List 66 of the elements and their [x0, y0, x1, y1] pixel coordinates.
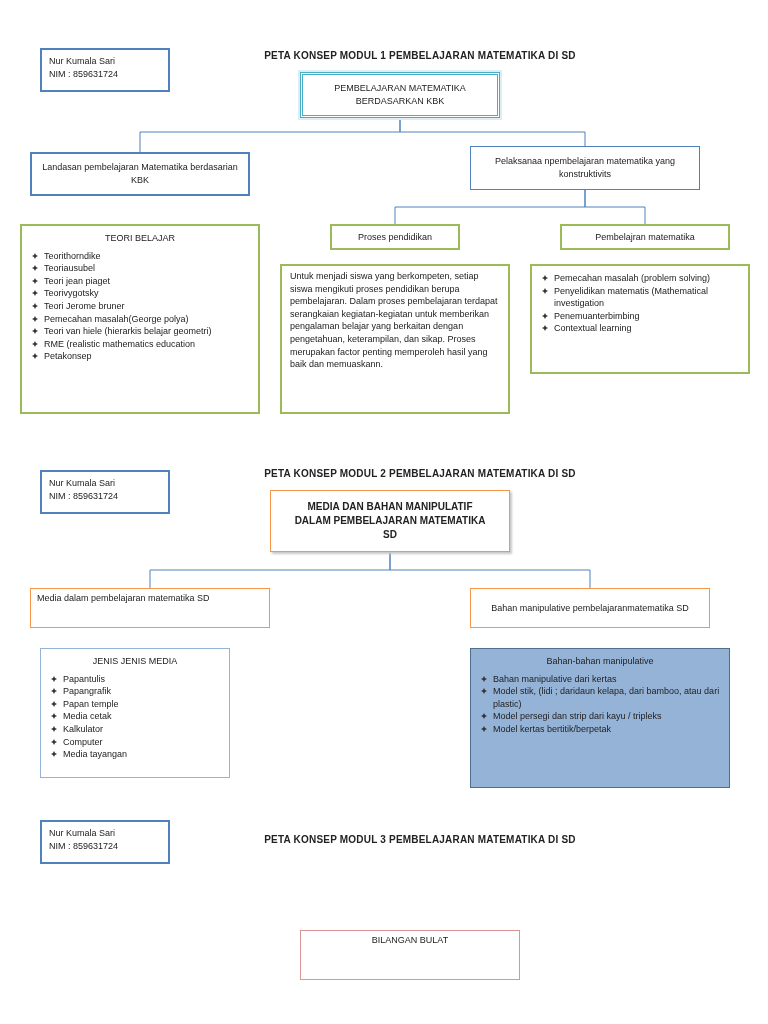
concept-box [270, 490, 510, 552]
name-text: NIM : 859631724 [49, 67, 120, 81]
page-title: PETA KONSEP MODUL 2 PEMBELAJARAN MATEMATIKA DI SD [264, 468, 576, 479]
list-item: Papan temple [63, 697, 119, 711]
list-item: Model stik, (lidi ; daridaun kelapa, dari bamboo, atau dari plastic) [493, 685, 721, 711]
list-item: Computer [63, 735, 103, 749]
list-item: Bahan manipulative dari kertas [493, 672, 617, 686]
name-text: NIM : 859631724 [49, 489, 120, 503]
list-item: Papangrafik [63, 685, 112, 698]
list-item: RME (realistic mathematics education [44, 337, 196, 351]
list-item: Teori Jerome bruner [44, 299, 125, 313]
box-text: MEDIA DAN BAHAN MANIPULATIF DALAM PEMBELAJARAN MATEMATIKA SD [293, 500, 487, 542]
box-text: Proses pendidikan [356, 230, 434, 244]
concept-box [470, 146, 700, 190]
list-item: Pemecahan masalah(George polya) [44, 312, 189, 326]
concept-box [300, 72, 500, 118]
list-item: Teorivygotsky [44, 287, 99, 300]
concept-box [330, 224, 460, 250]
list-item: Media tayangan [63, 748, 128, 761]
list-item: Contextual learning [554, 322, 632, 335]
box-text: Pembelajran matematika [594, 230, 696, 244]
list-item: Teorithorndike [44, 249, 101, 263]
name-text: NIM : 859631724 [49, 839, 120, 853]
list-box [470, 648, 730, 788]
concept-box [30, 152, 250, 196]
list-item: Penyelidikan matematis (Mathematical investigation [554, 284, 710, 310]
list-item: Papantulis [63, 672, 106, 686]
connector-line [399, 117, 586, 147]
list-item: Kalkulator [63, 722, 104, 736]
box-text: Bahan manipulative pembelajaranmatematika SD [490, 601, 690, 615]
list-heading: TEORI BELAJAR [104, 232, 176, 245]
page-title: PETA KONSEP MODUL 3 PEMBELAJARAN MATEMATIKA DI SD [264, 834, 576, 845]
box-text: Landasan pembelajaran Matematika berdasarian KBK [41, 161, 239, 187]
list-box [20, 224, 260, 414]
concept-box [280, 264, 510, 414]
connector-line [389, 551, 591, 589]
list-heading: JENIS JENIS MEDIA [91, 655, 179, 668]
list-box [40, 648, 230, 778]
name-text: Nur Kumala Sari [49, 477, 117, 490]
box-text: BILANGAN BULAT [371, 935, 449, 945]
list-box [530, 264, 750, 374]
box-text: PEMBELAJARAN MATEMATIKA BERDASARKAN KBK [333, 82, 467, 108]
concept-box [470, 588, 710, 628]
list-item: Teori jean piaget [44, 274, 111, 288]
list-item: Petakonsep [44, 350, 92, 363]
concept-box [560, 224, 730, 250]
paragraph-text: Untuk menjadi siswa yang berkompeten, setiap siswa mengikuti proses pendidikan berupa pembelajaran. Dalam proses pembelajaran terdapat serangkaian kegiatan-kegiatan untuk memberikan pengalaman belajar yang berkaitan dengan pengetahuan, keterampilan, dan sikap. Proses merupakan factor penting memperoleh hasil yang baik dan memuaskann. [290, 271, 498, 370]
name-text: Nur Kumala Sari [49, 827, 117, 840]
list-item: Pemecahan masalah (problem solving) [554, 272, 711, 285]
name-text: Nur Kumala Sari [49, 55, 117, 68]
concept-box [300, 930, 520, 980]
list-item: Teori van hiele (hierarkis belajar geometri) [44, 325, 212, 338]
page-title: PETA KONSEP MODUL 1 PEMBELAJARAN MATEMATIKA DI SD [264, 50, 576, 61]
list-item: Model persegi dan strip dari kayu / tripleks [493, 710, 662, 723]
name-card [40, 470, 170, 514]
list-item: Teoriausubel [44, 262, 96, 275]
connector-line [584, 189, 646, 225]
list-item: Model kertas bertitik/berpetak [493, 722, 612, 736]
box-text: Pelaksanaa npembelajaran matematika yang konstruktivits [493, 155, 677, 181]
concept-box [30, 588, 270, 628]
list-item: Media cetak [63, 710, 112, 723]
name-card [40, 48, 170, 92]
list-heading: Bahan-bahan manipulative [545, 655, 655, 668]
name-card [40, 820, 170, 864]
list-item: Penemuanterbimbing [554, 309, 640, 323]
box-text: Media dalam pembelajaran matematika SD [37, 593, 210, 603]
